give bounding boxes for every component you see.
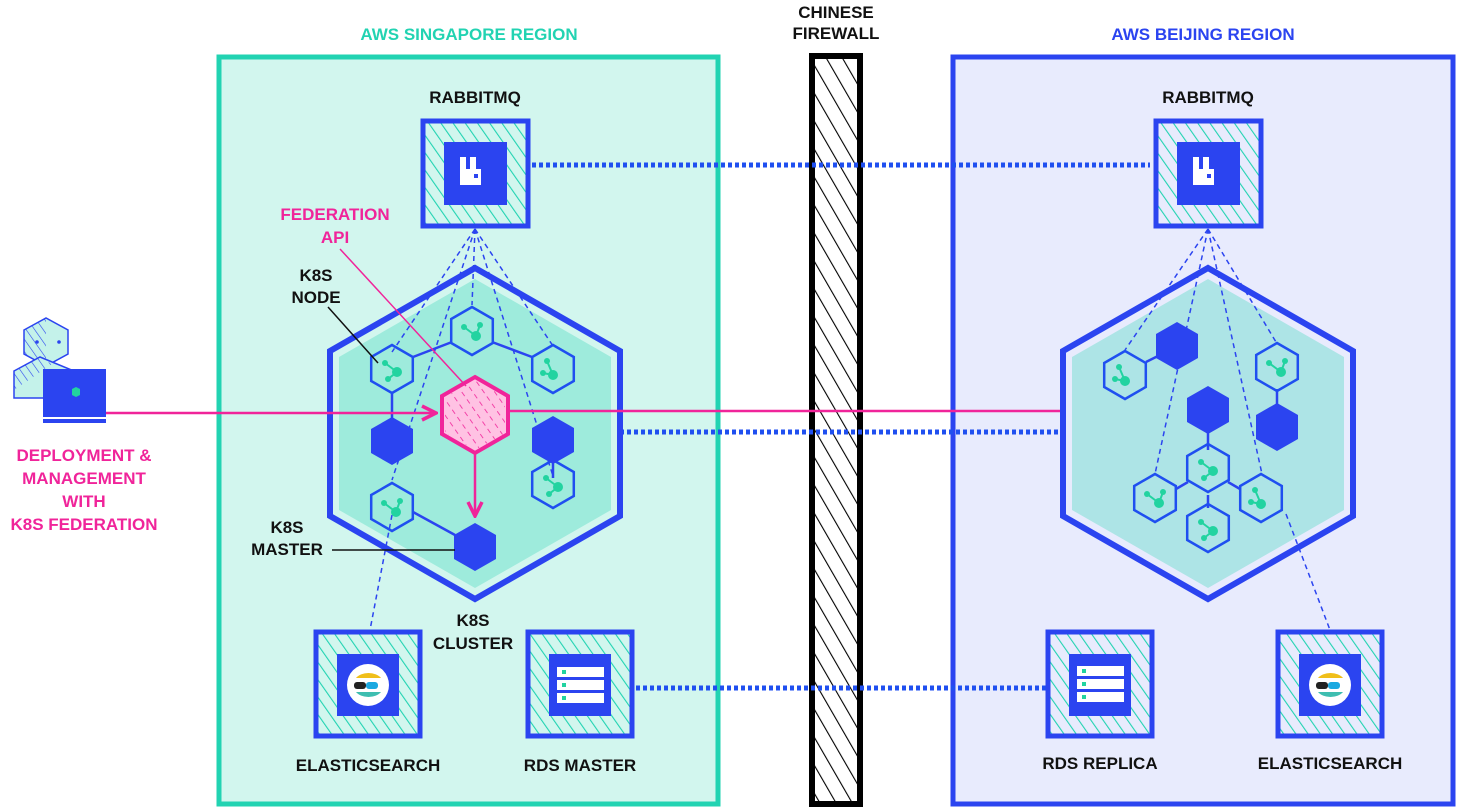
molecule-icon xyxy=(461,322,483,341)
bj-rabbitmq-fan-lines xyxy=(1124,228,1331,631)
molecule-icon xyxy=(1112,364,1130,386)
k8s-node-label-line2: NODE xyxy=(291,288,340,307)
rabbitmq-icon xyxy=(460,157,481,185)
bj-rabbitmq-label: RABBITMQ xyxy=(1162,88,1254,107)
sg-rds-box xyxy=(525,629,635,739)
k8s-pod-node xyxy=(1185,442,1231,494)
bj-solid-node xyxy=(1256,403,1298,451)
k8s-cluster-label-line2: CLUSTER xyxy=(433,634,513,653)
user-label-line3: WITH xyxy=(62,492,105,511)
k8s-pod-node xyxy=(449,305,495,357)
k8s-master-label-line2: MASTER xyxy=(251,540,323,559)
sg-elasticsearch-box xyxy=(313,629,423,739)
bj-solid-node xyxy=(1156,322,1198,370)
federation-api-label-line2: API xyxy=(321,228,349,247)
federation-api-node xyxy=(440,374,510,456)
k8s-node-leader xyxy=(327,306,379,364)
beijing-region-title: AWS BEIJING REGION xyxy=(1111,25,1294,44)
k8s-pod-node xyxy=(369,343,415,395)
elasticsearch-icon xyxy=(1309,664,1351,706)
sg-k8s-master-node xyxy=(454,523,496,571)
k8s-pod-node xyxy=(1238,472,1284,524)
molecule-icon xyxy=(1198,519,1218,541)
elasticsearch-icon xyxy=(347,664,389,706)
sg-rabbitmq-box xyxy=(420,118,531,229)
molecule-icon xyxy=(1198,459,1218,481)
bj-elasticsearch-label: ELASTICSEARCH xyxy=(1258,754,1403,773)
molecule-icon xyxy=(381,498,403,517)
k8s-node-label-line1: K8S xyxy=(299,266,332,285)
sg-rabbitmq-label: RABBITMQ xyxy=(429,88,521,107)
database-server-icon xyxy=(557,667,604,703)
bj-rds-box xyxy=(1045,629,1155,739)
k8s-pod-node xyxy=(1102,349,1148,401)
firewall-label-line2: FIREWALL xyxy=(793,24,880,43)
molecule-icon xyxy=(1266,358,1288,377)
sg-solid-node xyxy=(371,417,413,465)
k8s-pod-node xyxy=(369,481,415,533)
k8s-pod-node xyxy=(1254,341,1300,393)
molecule-icon xyxy=(382,360,402,382)
user-label-line1: DEPLOYMENT & xyxy=(16,446,151,465)
rabbitmq-icon xyxy=(1193,157,1214,185)
sg-elasticsearch-label: ELASTICSEARCH xyxy=(296,756,441,775)
k8s-pod-node xyxy=(530,458,576,510)
federation-api-leader xyxy=(339,248,467,387)
k8s-pod-node xyxy=(1132,472,1178,524)
k8s-pod-node xyxy=(530,343,576,395)
k8s-pod-node xyxy=(1185,502,1231,554)
sg-rds-label: RDS MASTER xyxy=(524,756,636,775)
user-label-line4: K8S FEDERATION xyxy=(10,515,157,534)
singapore-region-title: AWS SINGAPORE REGION xyxy=(360,25,577,44)
user-with-laptop-icon xyxy=(13,317,106,423)
molecule-icon xyxy=(1144,489,1166,508)
sg-solid-node xyxy=(532,416,574,464)
sg-node-connectors xyxy=(390,340,555,537)
molecule-icon xyxy=(1248,487,1266,509)
bj-k8s-master-node xyxy=(1187,386,1229,434)
database-server-icon xyxy=(1077,666,1124,702)
molecule-icon xyxy=(543,475,563,497)
bj-elasticsearch-box xyxy=(1275,629,1385,739)
bj-rabbitmq-box xyxy=(1153,118,1264,229)
federation-api-label-line1: FEDERATION xyxy=(280,205,389,224)
k8s-cluster-label-line1: K8S xyxy=(456,611,489,630)
bj-rds-label: RDS REPLICA xyxy=(1042,754,1157,773)
molecule-icon xyxy=(540,358,558,380)
user-label-line2: MANAGEMENT xyxy=(22,469,146,488)
k8s-master-label-line1: K8S xyxy=(270,518,303,537)
firewall-label-line1: CHINESE xyxy=(798,3,874,22)
